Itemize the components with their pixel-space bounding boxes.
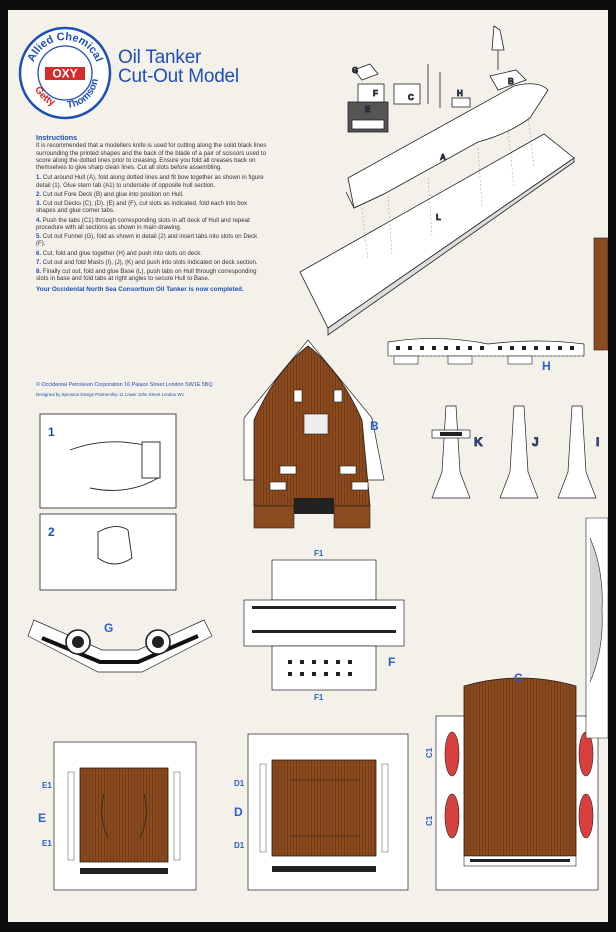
part-label-d1-top: D1	[234, 779, 245, 788]
page-title: Oil Tanker Cut-Out Model	[118, 48, 239, 86]
superstructure-deck-e	[351, 119, 385, 130]
assembly-label-g: G	[352, 66, 358, 75]
assembly-label-e: E	[365, 105, 371, 114]
cutout-drawing: G E C F H B A L H	[27, 25, 608, 891]
part-f: F1 F1 F	[243, 549, 405, 702]
copyright-line: © Occidental Petroleum Corporation 16 Pa…	[36, 382, 213, 388]
logo-center-text: OXY	[52, 67, 77, 81]
instruction-step: 8. Finally cut out, fold and glue Base (…	[36, 268, 257, 283]
instruction-step: 2. Cut out Fore Deck (B) and glue into p…	[36, 190, 184, 198]
assembly-label-h: H	[457, 89, 463, 98]
assembly-label-c: C	[408, 93, 414, 102]
hull-strip-edge	[593, 237, 608, 351]
mast-j-top	[491, 25, 505, 51]
instructions-steps: 1. Cut around Hull (A), fold along dotte…	[36, 174, 268, 282]
hull-strip-right-curve	[589, 537, 603, 683]
title-line-1: Oil Tanker	[118, 47, 202, 68]
instruction-step: 4. Push the tabs (C1) through correspond…	[36, 216, 250, 231]
cutout-sheet: Allied Chemical Getty Thomson OXY Oil Ta…	[8, 10, 608, 922]
completion-note: Your Occidental North Sea Consortium Oil…	[36, 285, 244, 293]
part-label-k: K	[474, 435, 483, 449]
detail-label-2: 2	[48, 525, 55, 539]
part-label-f: F	[388, 655, 395, 669]
part-label-g: G	[104, 621, 113, 635]
part-e: E E1 E1	[38, 741, 197, 891]
detail-box-2: 2	[39, 513, 177, 591]
instruction-step: 6. Cut, fold and glue together (H) and p…	[36, 249, 203, 257]
part-label-j: J	[532, 435, 539, 449]
part-masts: K J I	[431, 405, 600, 499]
part-label-d: D	[234, 805, 243, 819]
part-h-assembled	[451, 97, 471, 108]
part-label-f1-bottom: F1	[314, 693, 324, 702]
assembly-label-l: L	[436, 213, 441, 222]
assembly-label-f: F	[373, 89, 378, 98]
part-label-f1-top: F1	[314, 549, 324, 558]
assembly-drawing: G E C F H B A L	[299, 25, 575, 336]
part-b: B	[243, 339, 385, 529]
part-c: C1 C1 C	[425, 671, 599, 891]
hull-waterline	[345, 191, 385, 209]
deck-c	[393, 83, 421, 105]
part-label-c: C	[514, 671, 523, 685]
hull-shape	[347, 83, 549, 209]
part-label-e: E	[38, 811, 46, 825]
instruction-step: 1. Cut around Hull (A), fold along dotte…	[36, 174, 264, 189]
logo-center-band	[45, 67, 85, 80]
base-board-edge	[327, 157, 575, 336]
detail-label-1: 1	[48, 425, 55, 439]
assembly-label-a: A	[440, 153, 446, 162]
assembly-pillars	[361, 115, 535, 261]
part-label-h: H	[542, 359, 551, 373]
designer-credit: Designed by Sproston Design Partnership …	[36, 392, 185, 397]
instruction-step: 7. Cut out and fold Masts (I), (J), (K) …	[36, 258, 258, 266]
forecastle	[489, 69, 527, 91]
superstructure-deck-f	[357, 83, 385, 103]
instructions-block: Instructions It is recommended that a mo…	[36, 134, 268, 293]
instructions-intro: It is recommended that a modellers knife…	[36, 142, 267, 171]
oxy-logo: Allied Chemical Getty Thomson OXY	[18, 26, 112, 120]
part-h: H	[387, 338, 585, 373]
part-label-e1-top: E1	[42, 781, 52, 790]
part-label-c1-bottom: C1	[425, 815, 434, 826]
detail-box-1: 1	[39, 413, 177, 509]
funnel	[353, 63, 379, 81]
part-label-d1-bottom: D1	[234, 841, 245, 850]
instructions-heading: Instructions	[36, 133, 78, 142]
part-d: D D1 D1	[234, 733, 409, 891]
part-g: G	[27, 619, 213, 673]
title-line-2: Cut-Out Model	[118, 66, 239, 87]
instruction-step: 5. Cut out Funnel (G), fold as shown in …	[36, 233, 258, 248]
part-label-e1-bottom: E1	[42, 839, 52, 848]
assembly-label-b: B	[508, 77, 514, 86]
part-label-c1-top: C1	[425, 747, 434, 758]
part-label-i: I	[596, 435, 599, 449]
part-label-b: B	[370, 419, 379, 433]
instruction-step: 3. Cut out Decks (C), (D), (E) and (F), …	[36, 200, 248, 215]
